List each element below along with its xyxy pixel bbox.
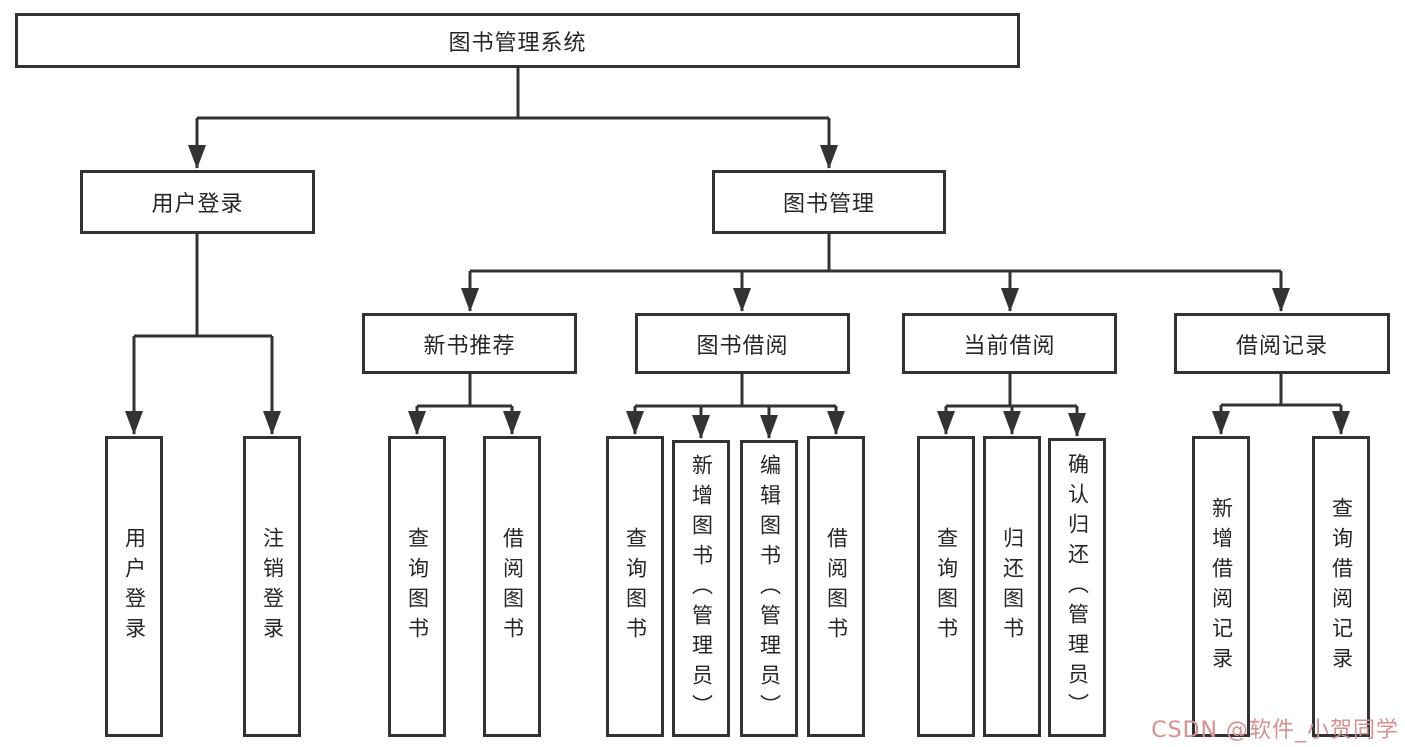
node-label: 新书推荐 xyxy=(423,333,516,359)
leaf-query-book-3: 查询图书 xyxy=(917,436,975,737)
node-label: 当前借阅 xyxy=(963,333,1056,359)
leaf-label: 编辑图书（管理员） xyxy=(757,453,782,724)
leaf-borrow-book-2: 借阅图书 xyxy=(807,436,865,737)
leaf-label: 查询图书 xyxy=(934,526,959,647)
node-label: 图书借阅 xyxy=(696,333,789,359)
leaf-label: 借阅图书 xyxy=(824,526,849,647)
node-label: 借阅记录 xyxy=(1235,333,1328,359)
leaf-label: 借阅图书 xyxy=(500,526,525,647)
node-label: 图书管理系统 xyxy=(448,30,587,56)
csdn-watermark: CSDN @软件_小贺同学 xyxy=(1151,718,1399,743)
leaf-label: 查询图书 xyxy=(405,526,430,647)
leaf-confirm-return-admin: 确认归还（管理员） xyxy=(1048,438,1106,737)
leaf-label: 归还图书 xyxy=(1000,526,1025,647)
leaf-borrow-book-1: 借阅图书 xyxy=(483,436,541,737)
leaf-label: 注销登录 xyxy=(260,526,285,647)
leaf-edit-book-admin: 编辑图书（管理员） xyxy=(740,440,798,737)
node-label: 用户登录 xyxy=(151,192,244,217)
leaf-add-book-admin: 新增图书（管理员） xyxy=(672,440,730,737)
node-current-borrow: 当前借阅 xyxy=(902,313,1117,374)
leaf-query-book-1: 查询图书 xyxy=(388,436,446,737)
node-new-book-recommend: 新书推荐 xyxy=(362,313,577,374)
node-book-borrow: 图书借阅 xyxy=(635,313,850,374)
leaf-query-borrow-record: 查询借阅记录 xyxy=(1312,436,1370,737)
leaf-logout: 注销登录 xyxy=(243,436,301,737)
leaf-label: 新增图书（管理员） xyxy=(689,453,714,724)
leaf-user-login: 用户登录 xyxy=(105,436,163,737)
leaf-query-book-2: 查询图书 xyxy=(606,436,664,737)
node-book-management: 图书管理 xyxy=(712,170,946,234)
leaf-label: 查询借阅记录 xyxy=(1329,496,1354,677)
leaf-label: 新增借阅记录 xyxy=(1209,496,1234,677)
leaf-label: 确认归还（管理员） xyxy=(1065,452,1090,723)
node-borrow-record: 借阅记录 xyxy=(1174,313,1390,374)
leaf-label: 查询图书 xyxy=(623,526,648,647)
leaf-return-book: 归还图书 xyxy=(983,436,1041,737)
leaf-label: 用户登录 xyxy=(122,526,147,647)
leaf-add-borrow-record: 新增借阅记录 xyxy=(1192,436,1250,737)
node-label: 图书管理 xyxy=(782,192,875,217)
node-library-management-system: 图书管理系统 xyxy=(15,13,1020,68)
node-user-login: 用户登录 xyxy=(80,170,315,234)
